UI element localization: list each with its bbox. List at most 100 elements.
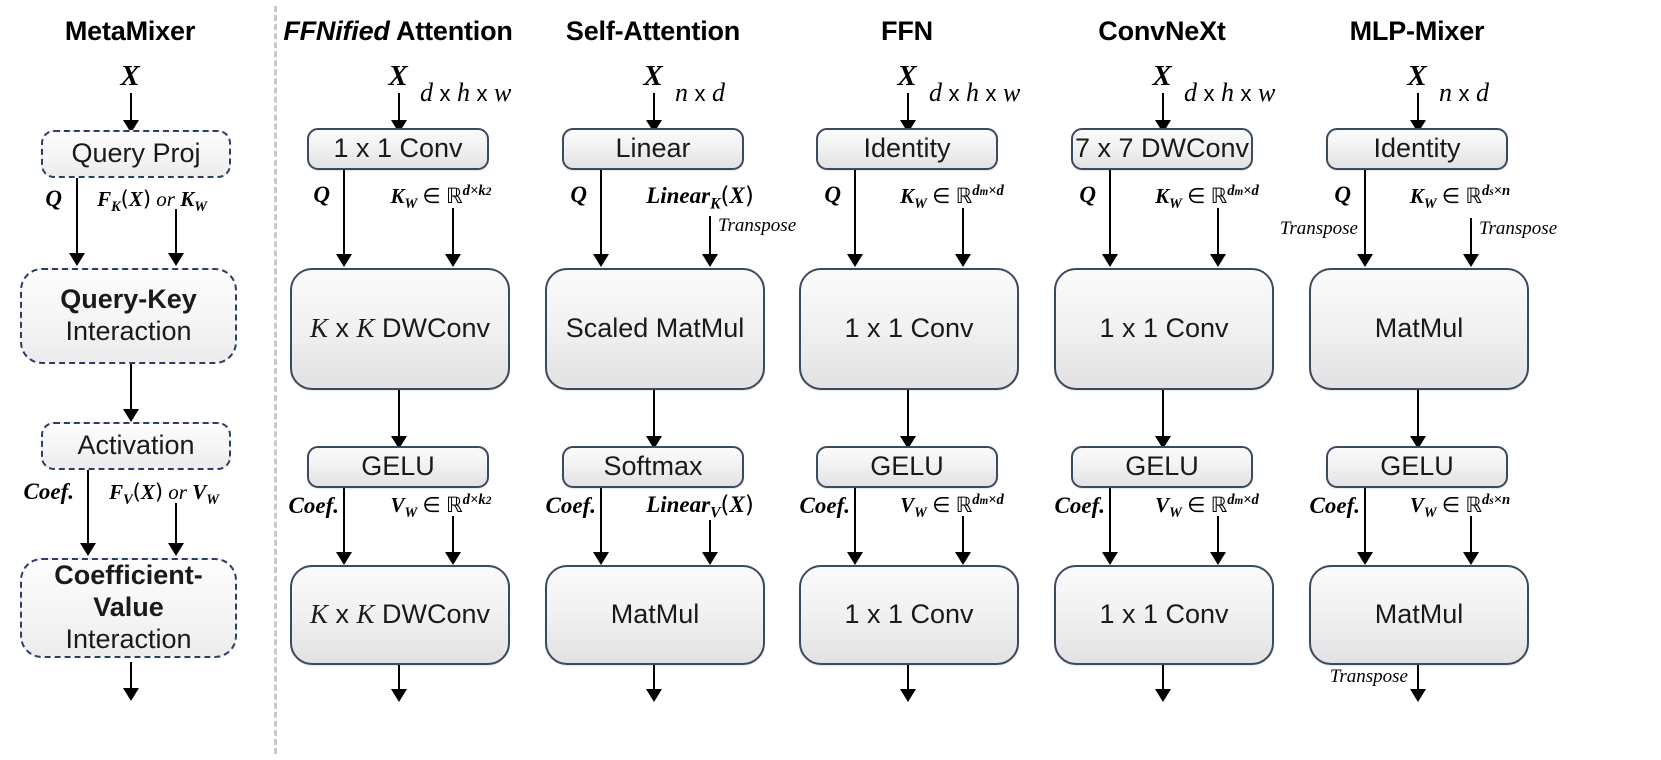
arrowhead-key-ffnified <box>445 254 461 267</box>
block-ffn-stage2[interactable]: 1 x 1 Conv <box>799 268 1019 390</box>
label-transpose-key-self-attention: Transpose <box>718 215 797 236</box>
arrowhead-output-metamixer <box>123 688 139 701</box>
input-dims-convnext: d x h x w <box>1184 78 1276 107</box>
arrowhead-key-self-attention <box>702 254 718 267</box>
label-coef-ffn: Coef. <box>799 493 850 518</box>
label-coef-metamixer: Coef. <box>23 479 74 504</box>
arrowhead-q-ffnified <box>336 254 352 267</box>
block-mlp-mixer-stage2[interactable]: MatMul <box>1309 268 1529 390</box>
column-title-ffnified-attention: FFNified Attention <box>283 16 513 47</box>
label-key-ffn: KW ∈ ℝdm×d <box>900 183 1004 213</box>
block-coefficient-value-title: Coefficient-Value <box>54 560 203 623</box>
block-ffnified-stage1[interactable]: 1 x 1 Conv <box>307 128 489 170</box>
arrowhead-coef-metamixer <box>80 543 96 556</box>
arrow-q-mlp-mixer <box>1364 170 1366 258</box>
arrow-coef-self-attention <box>600 488 602 556</box>
arrow-input-convnext <box>1162 93 1164 125</box>
arrow-coef-ffn <box>854 488 856 556</box>
block-query-proj[interactable]: Query Proj <box>41 130 231 178</box>
arrow-qk-to-activation <box>130 364 132 414</box>
arrow-q-metamixer <box>76 178 78 258</box>
input-symbol-ffnified: X <box>388 60 408 92</box>
label-coef-mlp-mixer: Coef. <box>1309 493 1360 518</box>
label-q-self-attention: Q <box>570 182 587 207</box>
block-query-key-interaction-sub: Interaction <box>65 316 192 346</box>
label-value-mlp-mixer: VW ∈ ℝds×n <box>1409 492 1511 522</box>
block-ffn-stage1[interactable]: Identity <box>816 128 998 170</box>
column-title-convnext: ConvNeXt <box>1098 16 1226 46</box>
input-symbol-mlp-mixer: X <box>1407 60 1427 92</box>
arrowhead-output-ffnified <box>391 689 407 702</box>
block-self-attention-stage3[interactable]: Softmax <box>562 446 744 488</box>
label-value-ffn: VW ∈ ℝdm×d <box>900 492 1004 522</box>
arrowhead-value-metamixer <box>168 543 184 556</box>
block-ffnified-stage4[interactable]: K x K DWConv <box>290 565 510 665</box>
arrowhead-value-mlp-mixer <box>1463 552 1479 565</box>
arrowhead-output-mlp-mixer <box>1410 689 1426 702</box>
arrowhead-coef-mlp-mixer <box>1357 552 1373 565</box>
arrow-ffnified-stage2-to-gelu <box>398 390 400 440</box>
label-q-mlp-mixer: Q <box>1334 182 1351 207</box>
arrow-ffn-stage2-to-gelu <box>907 390 909 440</box>
arrowhead-ffnified-gelu <box>391 436 407 449</box>
arrowhead-q-metamixer <box>69 253 85 266</box>
arrow-value-metamixer <box>175 503 177 547</box>
input-symbol-ffn: X <box>897 60 917 92</box>
arrowhead-value-ffnified <box>445 552 461 565</box>
label-transpose-q-mlp-mixer: Transpose <box>1279 218 1358 239</box>
arrowhead-key-metamixer <box>168 253 184 266</box>
block-activation[interactable]: Activation <box>41 422 231 470</box>
label-q-ffnified: Q <box>313 182 330 207</box>
arrowhead-key-mlp-mixer <box>1463 254 1479 267</box>
block-self-attention-stage2[interactable]: Scaled MatMul <box>545 268 765 390</box>
arrow-q-ffn <box>854 170 856 258</box>
arrowhead-value-convnext <box>1210 552 1226 565</box>
block-mlp-mixer-stage3[interactable]: GELU <box>1326 446 1508 488</box>
arrow-q-self-attention <box>600 170 602 258</box>
arrow-key-mlp-mixer <box>1470 218 1472 258</box>
block-convnext-stage3[interactable]: GELU <box>1071 446 1253 488</box>
arrowhead-q-self-attention <box>593 254 609 267</box>
arrow-coef-metamixer <box>87 470 89 547</box>
column-title-ffnified-italic: FFNified <box>283 16 390 46</box>
arrow-value-mlp-mixer <box>1470 516 1472 556</box>
input-dims-mlp-mixer: n x d <box>1439 78 1489 107</box>
label-key-self-attention: LinearK(X) <box>646 183 754 213</box>
arrowhead-value-ffn <box>955 552 971 565</box>
arrowhead-q-ffn <box>847 254 863 267</box>
arrowhead-q-convnext <box>1102 254 1118 267</box>
arrow-coef-convnext <box>1109 488 1111 556</box>
label-q-metamixer: Q <box>45 186 62 211</box>
block-ffnified-stage2[interactable]: K x K DWConv <box>290 268 510 390</box>
block-self-attention-stage4[interactable]: MatMul <box>545 565 765 665</box>
arrow-output-self-attention <box>653 665 655 693</box>
block-ffn-stage3[interactable]: GELU <box>816 446 998 488</box>
block-coefficient-value-sub: Interaction <box>65 623 192 654</box>
block-convnext-stage2[interactable]: 1 x 1 Conv <box>1054 268 1274 390</box>
block-convnext-stage4[interactable]: 1 x 1 Conv <box>1054 565 1274 665</box>
block-mlp-mixer-stage4[interactable]: MatMul <box>1309 565 1529 665</box>
block-ffnified-stage3[interactable]: GELU <box>307 446 489 488</box>
arrowhead-output-ffn <box>900 689 916 702</box>
block-query-key-interaction[interactable]: Query-Key Interaction <box>20 268 237 364</box>
label-coef-self-attention: Coef. <box>545 493 596 518</box>
column-title-self-attention: Self-Attention <box>565 16 741 46</box>
input-symbol-convnext: X <box>1152 60 1172 92</box>
arrowhead-value-self-attention <box>702 552 718 565</box>
block-coefficient-value-interaction[interactable]: Coefficient-Value Interaction <box>20 558 237 658</box>
arrowhead-self-attention-softmax <box>646 436 662 449</box>
block-ffn-stage4[interactable]: 1 x 1 Conv <box>799 565 1019 665</box>
arrow-key-metamixer <box>175 209 177 258</box>
arrowhead-output-self-attention <box>646 689 662 702</box>
label-transpose-key-mlp-mixer: Transpose <box>1479 218 1558 239</box>
arrow-coef-ffnified <box>343 488 345 556</box>
block-self-attention-stage1[interactable]: Linear <box>562 128 744 170</box>
label-key-ffnified: KW ∈ ℝd×k2 <box>390 183 492 213</box>
input-dims-self-attention: n x d <box>675 78 725 107</box>
arrow-coef-mlp-mixer <box>1364 488 1366 556</box>
block-convnext-stage1[interactable]: 7 x 7 DWConv <box>1071 128 1253 170</box>
arrow-output-ffn <box>907 665 909 693</box>
arrowhead-coef-ffn <box>847 552 863 565</box>
block-mlp-mixer-stage1[interactable]: Identity <box>1326 128 1508 170</box>
